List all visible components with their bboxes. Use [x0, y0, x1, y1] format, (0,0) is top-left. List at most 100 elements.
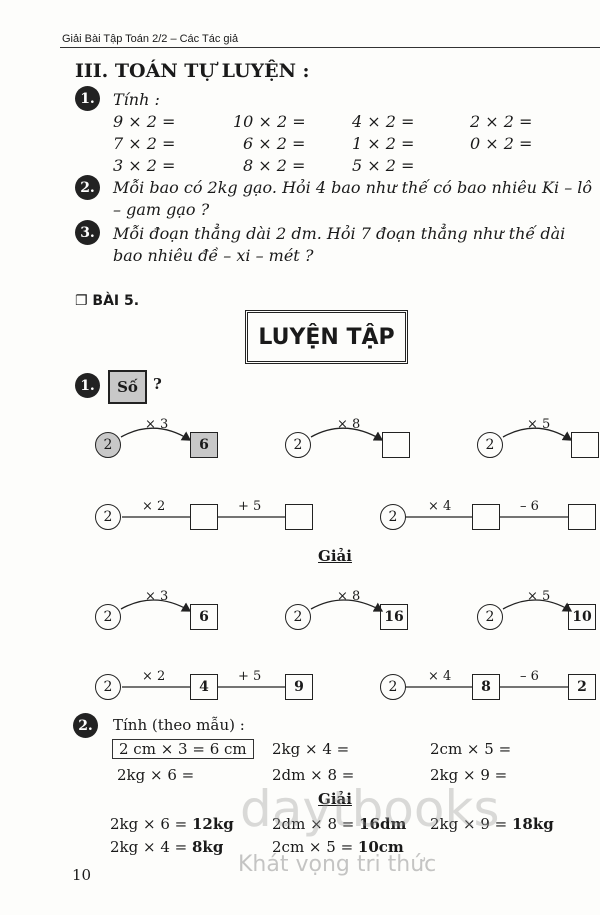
calc: 2kg × 9 =	[430, 766, 508, 784]
answer-box	[568, 504, 596, 530]
calc: 7 × 2 =	[113, 134, 176, 153]
op-label: × 5	[527, 589, 551, 604]
running-header: Giải Bài Tập Toán 2/2 – Các Tác giả	[62, 33, 239, 45]
calc: 5 × 2 =	[352, 156, 415, 175]
start-circle: 2	[477, 432, 503, 458]
result: 18kg	[512, 815, 554, 833]
sample-box: 2 cm × 3 = 6 cm	[112, 739, 254, 759]
exercise-badge-3: 3.	[75, 220, 100, 245]
calc: 2 × 2 =	[470, 112, 533, 131]
answer-box: 10	[568, 604, 596, 630]
arrow	[310, 599, 384, 612]
ex2-text: Mỗi bao có 2kg gạo. Hỏi 4 bao như thế có…	[113, 178, 593, 197]
start-circle: 2	[380, 504, 406, 530]
ex2-label: Tính (theo mẫu) :	[113, 716, 245, 734]
lesson-label: ❐ BÀI 5.	[75, 293, 140, 309]
start-circle: 2	[285, 432, 311, 458]
answer-box: 6	[190, 432, 218, 458]
start-circle: 2	[380, 674, 406, 700]
calc: 2dm × 8 =	[272, 766, 355, 784]
exercise-badge-1: 1.	[75, 373, 100, 398]
answer-box	[382, 432, 410, 458]
answer-box: 4	[190, 674, 218, 700]
op-label: × 3	[145, 417, 169, 432]
exercise-badge-2: 2.	[75, 175, 100, 200]
solution: 2kg × 6 = 12kg	[110, 815, 234, 833]
expr: 2kg × 4 =	[110, 838, 192, 856]
calc: 4 × 2 =	[352, 112, 415, 131]
question-mark: ?	[153, 375, 162, 393]
ex1-label: Tính :	[113, 90, 160, 109]
op-label: × 8	[337, 417, 361, 432]
answer-box: 2	[568, 674, 596, 700]
arrow	[120, 427, 192, 441]
calc: 3 × 2 =	[113, 156, 176, 175]
answer-box	[190, 504, 218, 530]
result: 8kg	[192, 838, 224, 856]
start-circle: 2	[285, 604, 311, 630]
calc: 9 × 2 =	[113, 112, 176, 131]
expr: 2kg × 9 =	[430, 815, 512, 833]
calc: 2kg × 4 =	[272, 740, 350, 758]
ex2-text: – gam gạo ?	[113, 200, 210, 219]
solution: 2kg × 9 = 18kg	[430, 815, 554, 833]
calc: 8 × 2 =	[243, 156, 306, 175]
exercise-badge-2: 2.	[73, 713, 98, 738]
start-circle: 2	[95, 604, 121, 630]
answer-box	[571, 432, 599, 458]
start-circle: 2	[477, 604, 503, 630]
arrow	[310, 427, 384, 441]
ex3-text: Mỗi đoạn thẳng dài 2 dm. Hỏi 7 đoạn thẳn…	[113, 224, 566, 243]
op-label: × 2	[142, 499, 166, 514]
calc: 6 × 2 =	[243, 134, 306, 153]
solution-heading: Giải	[318, 790, 352, 808]
section-title: III. TOÁN TỰ LUYỆN :	[75, 60, 310, 82]
arrow	[120, 599, 192, 612]
expr: 2dm × 8 =	[272, 815, 360, 833]
op-label: – 6	[520, 499, 539, 514]
header-rule	[60, 47, 600, 48]
start-circle: 2	[95, 674, 121, 700]
result: 16dm	[359, 815, 407, 833]
answer-box: 8	[472, 674, 500, 700]
answer-box: 6	[190, 604, 218, 630]
expr: 2kg × 6 =	[110, 815, 192, 833]
arrow	[502, 427, 573, 441]
watermark-slogan: Khát vọng tri thức	[238, 852, 437, 877]
op-label: × 5	[527, 417, 551, 432]
so-label: Số	[108, 370, 147, 404]
calc: 2cm × 5 =	[430, 740, 512, 758]
ex3-text: bao nhiêu đề – xi – mét ?	[113, 246, 314, 265]
answer-box: 9	[285, 674, 313, 700]
calc: 10 × 2 =	[233, 112, 306, 131]
solution: 2kg × 4 = 8kg	[110, 838, 223, 856]
calc: 0 × 2 =	[470, 134, 533, 153]
op-label: × 8	[337, 589, 361, 604]
op-label: × 2	[142, 669, 166, 684]
result: 10cm	[357, 838, 404, 856]
page-number: 10	[72, 866, 92, 884]
op-label: × 3	[145, 589, 169, 604]
calc: 1 × 2 =	[352, 134, 415, 153]
op-label: – 6	[520, 669, 539, 684]
expr: 2cm × 5 =	[272, 838, 358, 856]
op-label: × 4	[428, 499, 452, 514]
calc: 2kg × 6 =	[117, 766, 195, 784]
solution-heading: Giải	[318, 547, 352, 565]
op-label: × 4	[428, 669, 452, 684]
result: 12kg	[192, 815, 234, 833]
start-circle: 2	[95, 504, 121, 530]
answer-box	[285, 504, 313, 530]
op-label: + 5	[238, 669, 262, 684]
arrow	[502, 599, 573, 612]
solution: 2cm × 5 = 10cm	[272, 838, 404, 856]
answer-box	[472, 504, 500, 530]
start-circle: 2	[95, 432, 121, 458]
exercise-badge-1: 1.	[75, 86, 100, 111]
lesson-title: LUYỆN TẬP	[245, 310, 408, 364]
watermark-brand: daytbooks	[240, 780, 500, 838]
answer-box: 16	[380, 604, 408, 630]
solution: 2dm × 8 = 16dm	[272, 815, 406, 833]
